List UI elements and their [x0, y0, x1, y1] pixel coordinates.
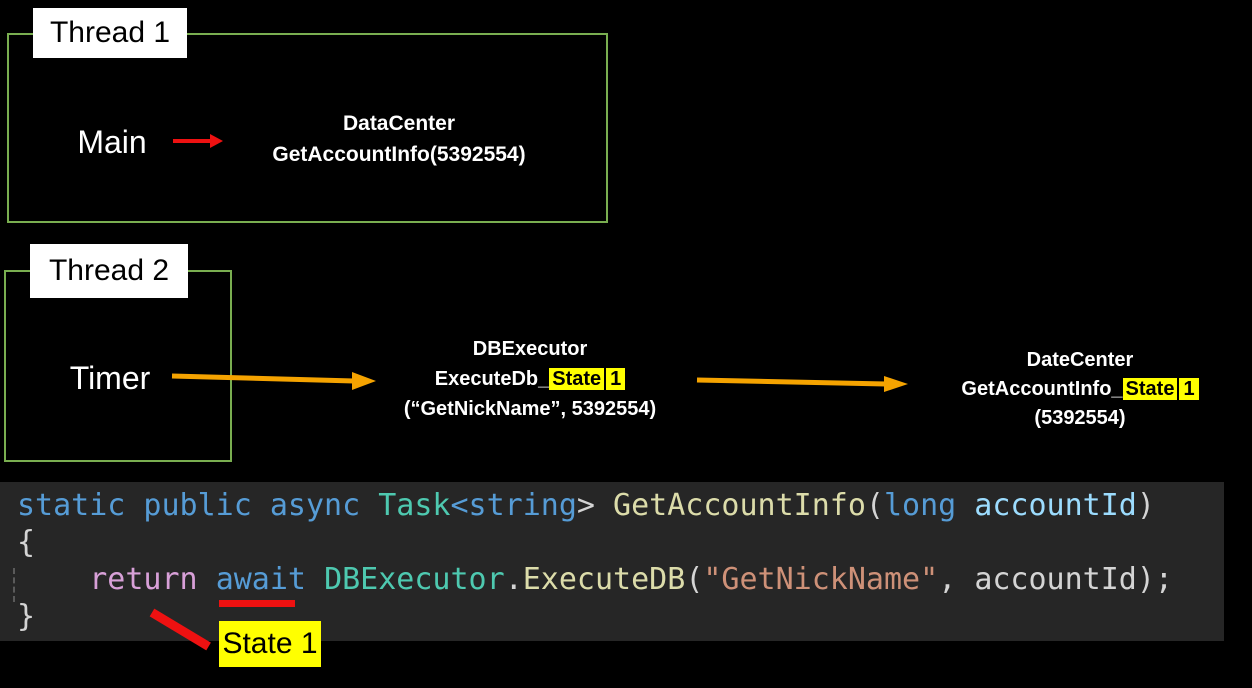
- code-token: [306, 562, 324, 597]
- red-arrow-icon: [173, 134, 223, 148]
- code-token: >: [576, 488, 614, 523]
- await-underline: [219, 600, 295, 607]
- code-token: [956, 488, 974, 523]
- thread1-label-text: Thread 1: [49, 16, 171, 49]
- code-line: }: [17, 598, 1224, 635]
- code-token: (: [865, 488, 884, 523]
- code-token: ,: [938, 562, 975, 597]
- thread2-label-text: Thread 2: [48, 254, 170, 287]
- node-line: DBExecutor: [472, 338, 588, 360]
- code-token: ): [1136, 488, 1155, 523]
- node-line-prefix: GetAccountInfo_: [961, 378, 1123, 400]
- code-line: static public async Task<string> GetAcco…: [17, 487, 1224, 524]
- code-token: Task: [378, 488, 451, 523]
- state-highlight: 1: [1179, 378, 1199, 400]
- code-token: (: [685, 562, 704, 597]
- node-line: GetAccountInfo(5392554): [272, 143, 526, 166]
- thread1-caller: Main: [77, 124, 147, 160]
- code-token: accountId);: [974, 562, 1173, 597]
- thread1-box: [7, 33, 608, 223]
- code-token: DBExecutor: [324, 562, 505, 597]
- code-token: ExecuteDB: [522, 562, 686, 597]
- code-token: [17, 562, 89, 597]
- code-token: return: [89, 562, 198, 597]
- state-callout: State 1: [219, 621, 321, 667]
- code-token: accountId: [974, 488, 1137, 523]
- node-line: DateCenter: [1026, 349, 1134, 371]
- thread2-label: Thread 2: [30, 244, 188, 298]
- code-token: await: [215, 562, 306, 597]
- node-line: (“GetNickName”, 5392554): [403, 398, 657, 420]
- thread1-label: Thread 1: [33, 8, 187, 58]
- node-line: DataCenter: [342, 112, 456, 135]
- datacenter-node: DataCenter GetAccountInfo(5392554): [258, 108, 540, 170]
- code-token: {: [17, 525, 36, 560]
- code-token: .: [504, 562, 523, 597]
- state-highlight: 1: [606, 368, 626, 390]
- node-line-prefix: ExecuteDb_: [434, 368, 550, 390]
- code-token: static public async: [17, 488, 379, 523]
- code-token: }: [17, 599, 36, 634]
- code-block: static public async Task<string> GetAcco…: [0, 482, 1224, 641]
- indent-guide: [13, 568, 15, 602]
- code-token: "GetNickName": [703, 562, 939, 597]
- code-line: {: [17, 524, 1224, 561]
- code-token: long: [883, 488, 957, 523]
- code-token: <string: [450, 488, 577, 523]
- code-token: [198, 562, 216, 597]
- code-token: GetAccountInfo: [613, 488, 866, 523]
- code-line: return await DBExecutor.ExecuteDB("GetNi…: [17, 561, 1224, 598]
- code-lines: static public async Task<string> GetAcco…: [17, 487, 1224, 635]
- orange-arrow-icon: [171, 372, 376, 390]
- node-line: (5392554): [1034, 407, 1126, 429]
- orange-arrow-icon: [696, 376, 908, 392]
- state-highlight: State: [549, 368, 605, 390]
- thread2-caller: Timer: [69, 360, 151, 396]
- state-highlight: State: [1122, 378, 1178, 400]
